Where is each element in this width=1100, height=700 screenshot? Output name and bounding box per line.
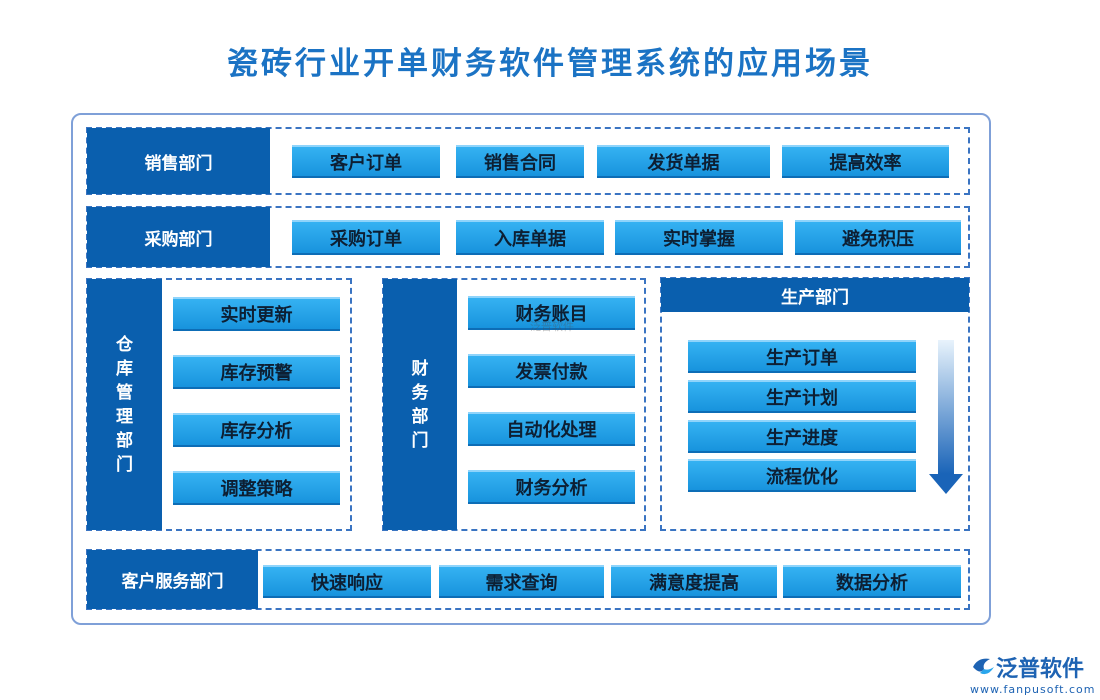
finance-dept-char: 务 <box>411 382 429 403</box>
purchase-item-warehousing: 入库单据 <box>456 220 604 253</box>
service-item-satisfaction: 满意度提高 <box>611 565 777 596</box>
finance-item-accounts: 财务账目 <box>468 296 635 328</box>
warehouse-item-alert: 库存预警 <box>173 355 340 387</box>
warehouse-dept-char: 管 <box>116 382 133 403</box>
sales-dept-label: 销售部门 <box>87 128 270 194</box>
warehouse-item-strategy: 调整策略 <box>173 471 340 503</box>
sales-item-efficiency: 提高效率 <box>782 145 949 176</box>
service-item-response: 快速响应 <box>263 565 431 596</box>
production-dept-label: 生产部门 <box>661 278 969 312</box>
warehouse-item-analysis: 库存分析 <box>173 413 340 445</box>
finance-item-automation: 自动化处理 <box>468 412 635 444</box>
finance-item-analysis: 财务分析 <box>468 470 635 502</box>
sales-item-sales-contract: 销售合同 <box>456 145 584 176</box>
sales-item-customer-order: 客户订单 <box>292 145 440 176</box>
finance-dept-char: 门 <box>411 430 429 451</box>
warehouse-item-update: 实时更新 <box>173 297 340 329</box>
purchase-item-realtime: 实时掌握 <box>615 220 783 253</box>
brand-logo: 泛普软件 www.fanpusoft.com <box>970 651 1096 696</box>
finance-dept-label: 财 务 部 门 <box>383 279 457 530</box>
service-dept-label: 客户服务部门 <box>87 550 258 609</box>
logo-url: www.fanpusoft.com <box>970 683 1096 696</box>
finance-dept-char: 部 <box>411 406 429 427</box>
warehouse-dept-label: 仓 库 管 理 部 门 <box>87 279 162 530</box>
production-item-order: 生产订单 <box>688 340 916 371</box>
service-item-query: 需求查询 <box>439 565 604 596</box>
purchase-dept-label: 采购部门 <box>87 207 270 267</box>
down-arrow-icon <box>929 340 963 494</box>
finance-dept-char: 财 <box>411 358 429 379</box>
warehouse-dept-char: 仓 <box>116 334 133 355</box>
production-item-optimize: 流程优化 <box>688 459 916 490</box>
warehouse-dept-char: 部 <box>116 430 133 451</box>
warehouse-dept-char: 库 <box>116 358 133 379</box>
watermark-logo: 泛普软件 <box>530 320 574 333</box>
service-item-data-analysis: 数据分析 <box>783 565 961 596</box>
finance-item-invoice: 发票付款 <box>468 354 635 386</box>
production-item-progress: 生产进度 <box>688 420 916 451</box>
warehouse-dept-char: 理 <box>116 406 133 427</box>
warehouse-dept-char: 门 <box>116 454 133 475</box>
production-item-plan: 生产计划 <box>688 380 916 411</box>
purchase-item-order: 采购订单 <box>292 220 440 253</box>
logo-name: 泛普软件 <box>996 657 1085 682</box>
fanpu-logo-icon <box>973 658 994 675</box>
sales-item-delivery-docs: 发货单据 <box>597 145 770 176</box>
page-title: 瓷砖行业开单财务软件管理系统的应用场景 <box>227 46 873 82</box>
purchase-item-avoid-backlog: 避免积压 <box>795 220 961 253</box>
